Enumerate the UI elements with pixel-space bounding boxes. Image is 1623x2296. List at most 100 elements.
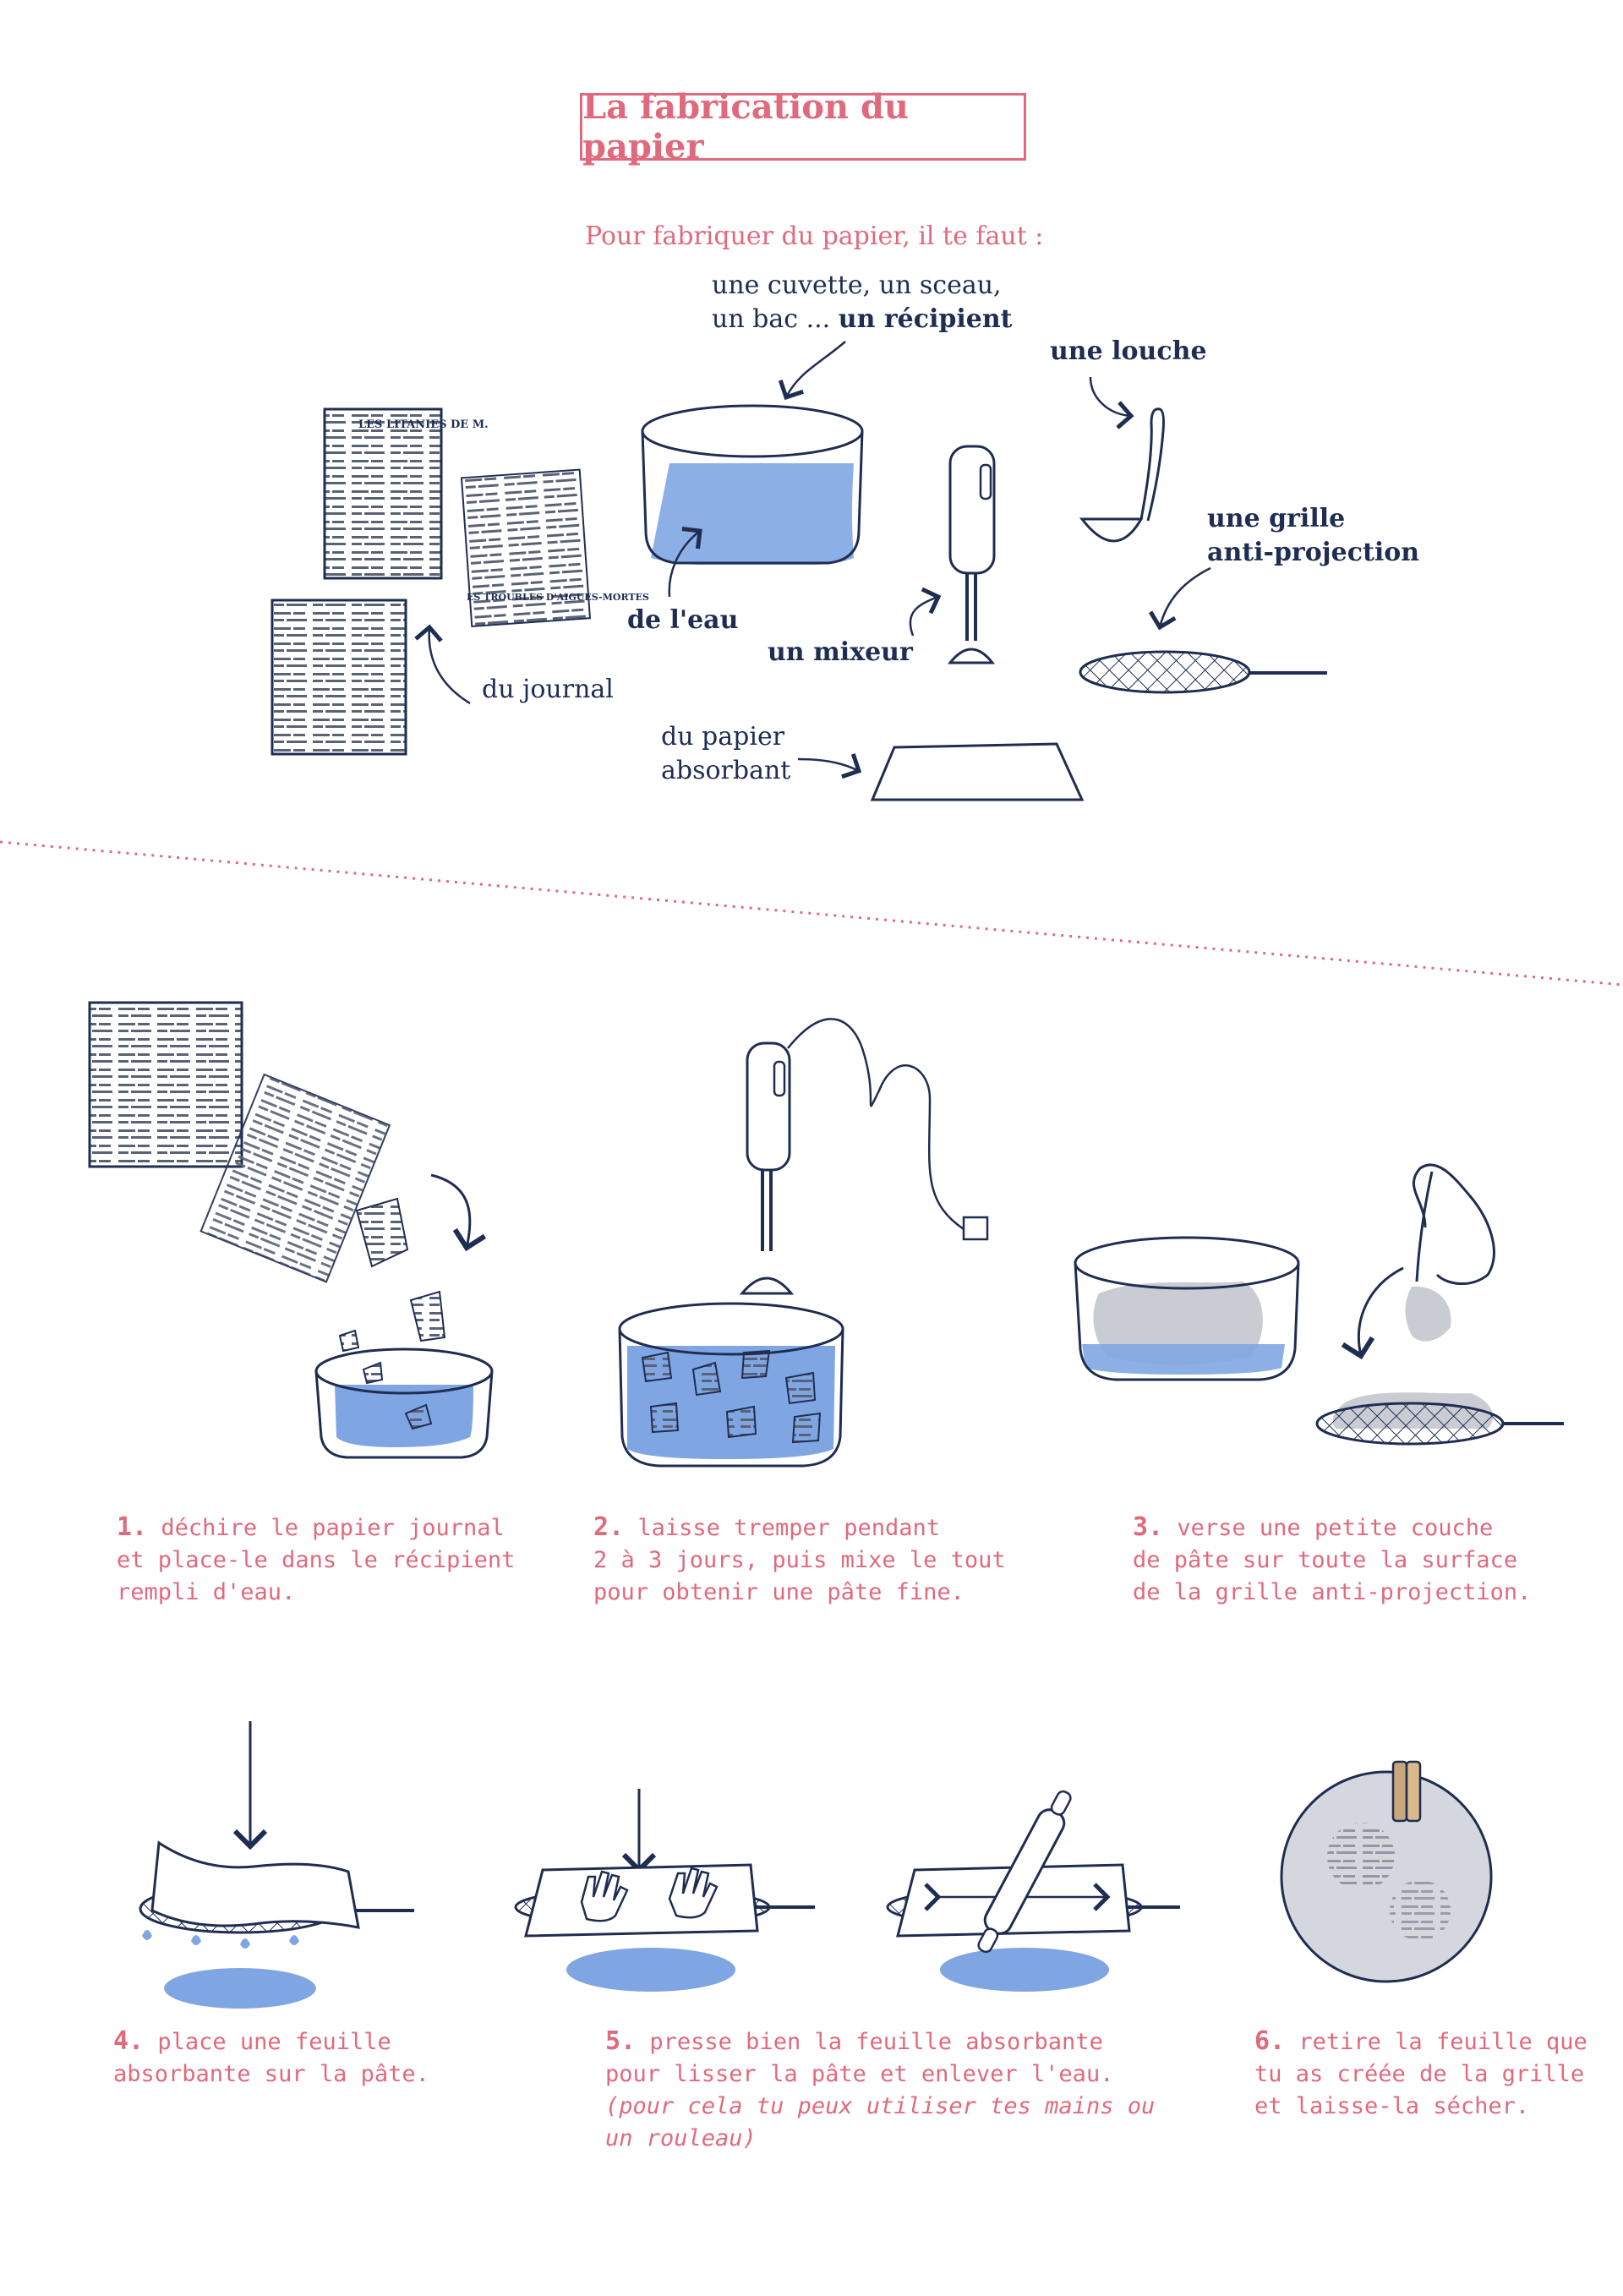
grid-label-line1: une grille: [1207, 504, 1346, 533]
step-3-line: de la grille anti-projection.: [1133, 1579, 1532, 1605]
step-3-line: verse une petite couche: [1177, 1515, 1494, 1541]
arrow-newspaper: [414, 624, 471, 705]
container-label-line1: une cuvette, un sceau,: [712, 271, 1002, 300]
step-2-illustration: [618, 1018, 989, 1468]
title-box: La fabrication du papier: [580, 87, 1026, 167]
step-4: 4. place une feuille absorbante sur la p…: [113, 2025, 429, 2091]
step-4-illustration: [139, 1721, 414, 2009]
absorbent-sheet: [524, 1863, 759, 1938]
hand-icon: [580, 1870, 629, 1922]
step-3: 3. verse une petite couche de pâte sur t…: [1133, 1512, 1531, 1609]
ladle-icon: [1412, 1163, 1495, 1286]
grid-label: une grille anti-projection: [1207, 502, 1419, 570]
step-2-number: 2.: [593, 1512, 625, 1542]
step-5-line: presse bien la feuille absorbante: [649, 2029, 1103, 2055]
rolling-pin-handle: [1050, 1790, 1072, 1816]
mixer-label: un mixeur: [768, 637, 913, 667]
grid-label-line2: anti-projection: [1207, 538, 1420, 567]
arrow-water: [668, 527, 702, 598]
container-label-line2: un bac ... un récipient: [712, 303, 1013, 336]
paper-scrap: [725, 1405, 757, 1439]
mixer-buttons: [773, 1060, 786, 1097]
arrow-ladle: [1089, 376, 1134, 429]
basin-rim: [1074, 1236, 1300, 1290]
step-1-line: et place-le dans le récipient: [117, 1547, 516, 1573]
towel-label: du papier absorbant: [661, 720, 790, 788]
newspaper-icon: LES LITANIES DE M. ES TROUBLES D'AIGUES-…: [270, 407, 649, 756]
step-5-note: un rouleau): [605, 2125, 757, 2151]
step-6-number: 6.: [1254, 2026, 1286, 2056]
paper-scrap: [691, 1361, 722, 1397]
basin-icon: [641, 404, 864, 565]
newspaper-headline-2: ES TROUBLES D'AIGUES-MORTES: [467, 592, 649, 603]
step-6-line: tu as créée de la grille: [1254, 2061, 1585, 2087]
paper-scrap: [784, 1371, 817, 1405]
step-5-hands-illustration: [514, 1789, 815, 1992]
step-2-line: pour obtenir une pâte fine.: [593, 1579, 965, 1605]
mixer-body: [746, 1041, 791, 1172]
step-6-line: retire la feuille que: [1298, 2029, 1587, 2055]
step-3-line: de pâte sur toute la surface: [1133, 1547, 1518, 1573]
ladle-handle: [1415, 1171, 1434, 1282]
paper-scrap: [409, 1290, 446, 1342]
arrow-down: [430, 1173, 487, 1252]
mixer-cord: [787, 1018, 965, 1231]
paper-scrap: [362, 1361, 384, 1385]
intro-text: Pour fabriquer du papier, il te faut :: [585, 221, 1044, 251]
basin-body: [1074, 1262, 1300, 1381]
paper-scrap: [740, 1349, 771, 1380]
towel-label-line1: du papier: [661, 722, 785, 752]
step-2-line: 2 à 3 jours, puis mixe le tout: [593, 1547, 1006, 1573]
step-5-number: 5.: [605, 2026, 637, 2056]
arrow-pour: [1341, 1266, 1404, 1360]
step-6-illustration: [1280, 1760, 1493, 1983]
step-4-number: 4.: [113, 2026, 145, 2056]
grid-icon: [1079, 650, 1327, 694]
pulp-in-basin: [1093, 1282, 1263, 1365]
container-prefix: un bac ...: [712, 304, 839, 334]
step-2-line: laisse tremper pendant: [637, 1515, 941, 1541]
step-5-rolling-pin-illustration: [886, 1790, 1180, 1992]
paper-scrap: [338, 1329, 360, 1353]
container-label: une cuvette, un sceau, un bac ... un réc…: [712, 269, 1013, 336]
step-5-line: pour lisser la pâte et enlever l'eau.: [605, 2061, 1114, 2087]
water-puddle: [164, 1968, 316, 2009]
step-4-line: absorbante sur la pâte.: [113, 2061, 429, 2087]
step-3-number: 3.: [1133, 1512, 1164, 1542]
newspaper-headline-1: LES LITANIES DE M.: [358, 418, 489, 431]
paper-scrap: [649, 1402, 680, 1434]
pulp-pour: [1405, 1286, 1451, 1342]
absorbent-sheet: [150, 1840, 360, 1929]
arrow-grid: [1148, 566, 1211, 631]
paper-scrap: [355, 1197, 409, 1268]
newspaper-sheet: [199, 1073, 391, 1283]
page-title: La fabrication du papier: [582, 87, 910, 167]
rolling-pin-handle: [977, 1927, 999, 1954]
container-bold: un récipient: [838, 304, 1013, 334]
paper-texture: [1327, 1823, 1395, 1890]
newspaper-label: du journal: [482, 675, 614, 704]
step-4-line: place une feuille: [157, 2029, 391, 2055]
water-puddle: [566, 1948, 735, 1992]
hand-icon: [668, 1867, 719, 1919]
water-fill: [335, 1385, 473, 1447]
bowl-body: [618, 1328, 844, 1468]
step-1-number: 1.: [117, 1512, 148, 1542]
step-6: 6. retire la feuille que tu as créée de …: [1254, 2025, 1587, 2123]
grid-icon: [1315, 1402, 1505, 1446]
water-label: de l'eau: [627, 605, 739, 635]
clothespin-icon: [1391, 1760, 1408, 1823]
water-fill: [1082, 1344, 1285, 1375]
step-5-note: (pour cela tu peux utiliser tes mains ou: [605, 2093, 1156, 2119]
water-puddle: [940, 1948, 1109, 1992]
step-5: 5. presse bien la feuille absorbante pou…: [605, 2025, 1155, 2155]
step-1: 1. déchire le papier journal et place-le…: [117, 1512, 515, 1609]
step-1-illustration: [88, 1001, 494, 1459]
paper-scrap: [791, 1412, 822, 1444]
step-6-line: et laisse-la sécher.: [1254, 2093, 1530, 2119]
clothespin-icon: [1405, 1760, 1422, 1823]
towel-icon: [870, 742, 1085, 801]
ladle-icon: [1079, 407, 1165, 543]
plug: [962, 1216, 989, 1241]
